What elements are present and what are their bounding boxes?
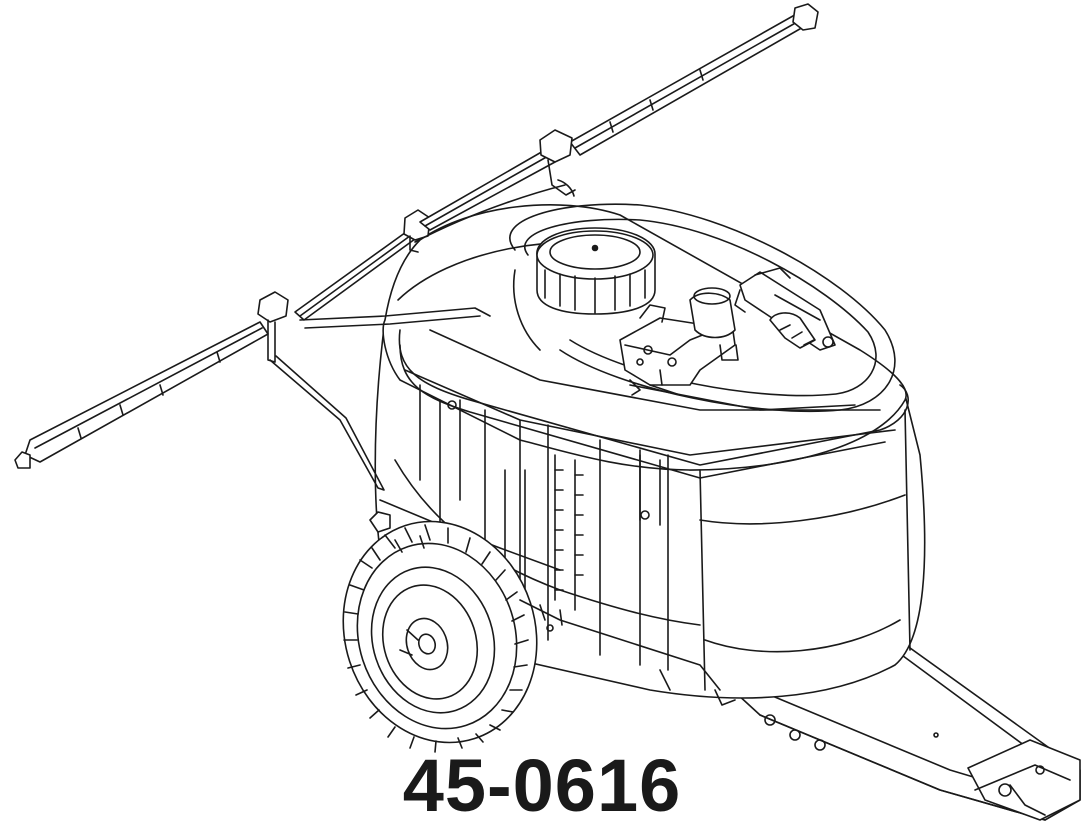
part-number-label: 45-0616 (402, 744, 682, 827)
boom-right (420, 4, 818, 230)
axle-bracket (370, 512, 735, 705)
tire-tread (344, 525, 528, 752)
level-graduations (555, 470, 583, 590)
frame-rail (380, 330, 908, 570)
control-valve (735, 268, 835, 350)
boom-hoop-arm (270, 185, 565, 490)
hitch-clamp (968, 740, 1080, 820)
pump-assembly (620, 288, 738, 395)
fill-lid (537, 228, 655, 314)
boom-left (15, 210, 430, 468)
wheel (315, 496, 565, 768)
